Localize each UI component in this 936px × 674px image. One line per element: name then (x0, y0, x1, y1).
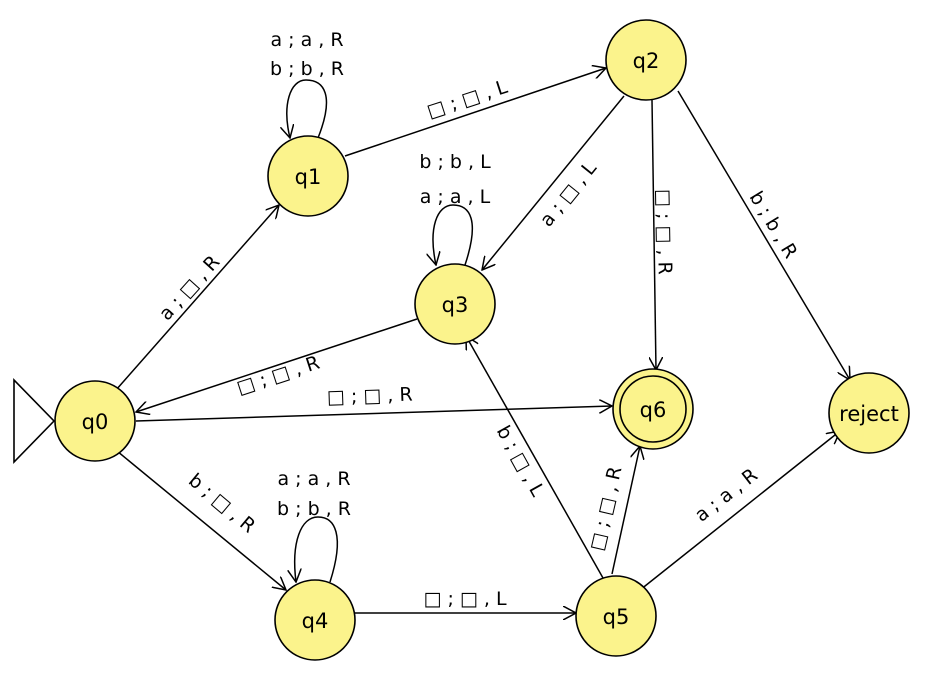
state-reject-label: reject (839, 402, 899, 426)
label-q1-loop-1: a ; a , R (270, 29, 343, 51)
label-q1-q2: □ ; □ , L (424, 76, 510, 123)
edge-q0-q6[interactable] (135, 406, 612, 422)
label-q3-loop-1: b ; b , L (419, 151, 491, 173)
state-q2[interactable]: q2 (605, 19, 687, 101)
self-loop-q3[interactable] (433, 204, 473, 265)
label-q5-q3: b ; □ , L (492, 422, 549, 501)
state-q6[interactable]: q6 (612, 368, 694, 450)
label-q1-loop-2: b ; b , R (270, 58, 344, 80)
label-q0-q4: b ; □ , R (184, 469, 259, 537)
start-state-marker (13, 378, 56, 464)
state-q0-label: q0 (82, 410, 109, 434)
label-q4-loop-1: a ; a , R (277, 468, 350, 490)
self-loop-q4[interactable] (295, 516, 338, 582)
edge-q1-q2[interactable] (344, 68, 606, 157)
label-q2-q3: a ; □ , L (536, 157, 602, 231)
edge-q3-q0[interactable] (136, 318, 418, 412)
edge-q2-q6[interactable] (652, 99, 656, 370)
edge-q0-q4[interactable] (116, 450, 286, 590)
state-q1-label: q1 (295, 165, 322, 189)
edge-q2-reject[interactable] (677, 90, 850, 380)
state-q0[interactable]: q0 (54, 380, 136, 462)
state-q3-label: q3 (442, 293, 469, 317)
label-q4-loop-2: b ; b , R (277, 498, 351, 520)
state-q5[interactable]: q5 (575, 575, 657, 657)
state-q5-label: q5 (603, 605, 630, 629)
state-reject[interactable]: reject (828, 372, 910, 454)
edge-q5-reject[interactable] (639, 431, 840, 591)
self-loop-q1[interactable] (287, 79, 328, 138)
label-q4-q5: □ ; □ , L (423, 588, 507, 610)
label-q3-loop-2: a ; a , L (420, 186, 491, 208)
state-q6-label: q6 (640, 398, 667, 422)
state-q4-label: q4 (302, 609, 329, 633)
label-q5-reject: a ; a , R (691, 464, 762, 526)
state-q2-label: q2 (633, 49, 660, 73)
label-q5-q6: □ ; □ , R (586, 464, 627, 552)
state-q1[interactable]: q1 (267, 135, 349, 217)
label-q2-q6: □ ; □ , R (652, 189, 675, 275)
label-q0-q6: □ ; □ , R (327, 384, 413, 409)
edge-q5-q3[interactable] (466, 336, 604, 579)
state-q3[interactable]: q3 (414, 263, 496, 345)
state-q4[interactable]: q4 (274, 579, 356, 661)
edge-q5-q6[interactable] (611, 446, 640, 575)
accept-state-ring (619, 375, 687, 443)
edge-q0-q1[interactable] (115, 205, 279, 391)
label-q0-q1: a ; □ , R (155, 251, 224, 325)
label-q3-q0: □ ; □ , R (234, 352, 322, 399)
edge-q2-q3[interactable] (482, 95, 625, 270)
